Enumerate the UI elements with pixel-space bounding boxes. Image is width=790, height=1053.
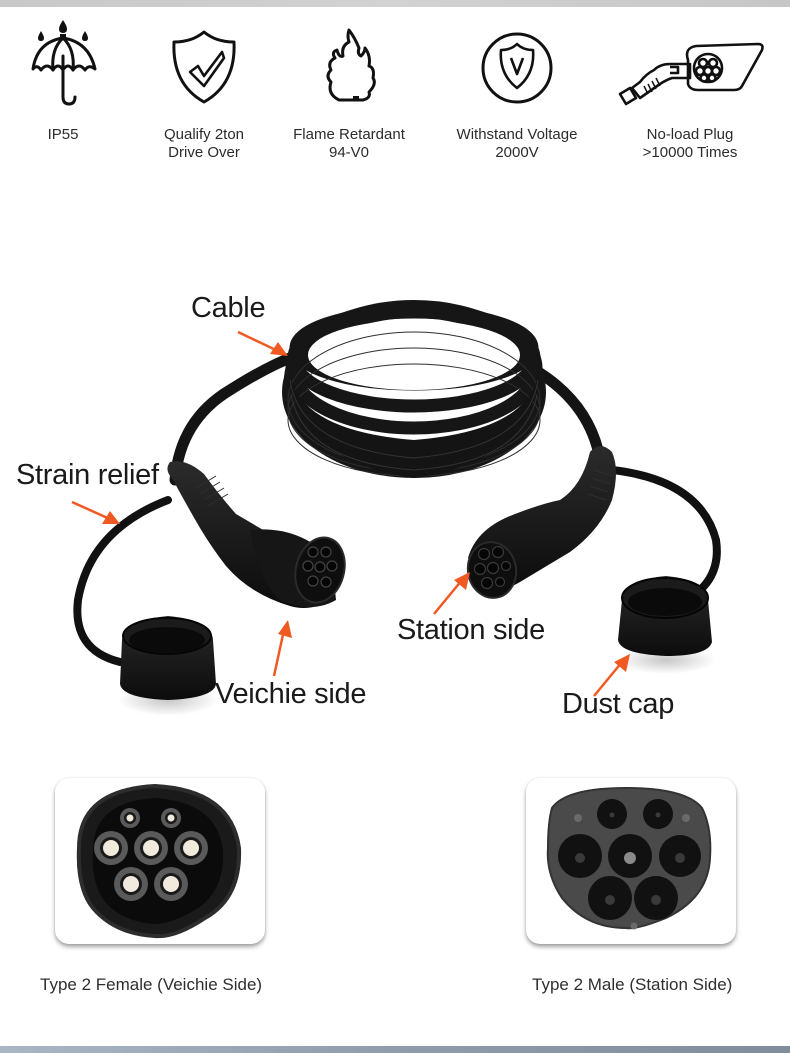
feature-ip55: IP55 bbox=[0, 14, 143, 143]
shield-check-icon bbox=[172, 30, 236, 104]
feature-line1: Withstand Voltage bbox=[456, 126, 578, 143]
feature-line2: Drive Over bbox=[168, 144, 240, 161]
feature-plug: No-load Plug >10000 Times bbox=[610, 14, 770, 161]
ev-plug-icon bbox=[618, 42, 764, 106]
feature-line1: Flame Retardant bbox=[293, 126, 405, 143]
feature-label: Qualify 2ton Drive Over bbox=[124, 126, 284, 162]
feature-line2: 2000V bbox=[495, 144, 539, 161]
feature-line1: Qualify 2ton bbox=[163, 126, 245, 143]
callout-dust-cap: Dust cap bbox=[562, 688, 675, 720]
feature-line2: >10000 Times bbox=[642, 144, 738, 161]
callout-station-side: Station side bbox=[397, 614, 545, 646]
callout-vehicle-side: Veichie side bbox=[215, 678, 367, 710]
type2-female-photo-card bbox=[55, 778, 265, 944]
flame-icon bbox=[326, 28, 376, 102]
feature-label: Flame Retardant 94-V0 bbox=[269, 126, 429, 162]
feature-label: No-load Plug >10000 Times bbox=[610, 126, 770, 162]
feature-flame: Flame Retardant 94-V0 bbox=[269, 14, 429, 161]
umbrella-rain-icon bbox=[31, 20, 97, 106]
feature-voltage: Withstand Voltage 2000V bbox=[437, 14, 597, 161]
feature-label: IP55 bbox=[0, 126, 143, 144]
feature-line1: IP55 bbox=[47, 126, 79, 143]
feature-line1: No-load Plug bbox=[646, 126, 734, 143]
callout-cable: Cable bbox=[191, 292, 266, 324]
ev-cable-illustration bbox=[71, 300, 721, 716]
caption-type2-female: Type 2 Female (Veichie Side) bbox=[40, 975, 263, 994]
feature-label: Withstand Voltage 2000V bbox=[437, 126, 597, 162]
type2-male-photo-card bbox=[526, 778, 736, 944]
arrow-cable bbox=[237, 330, 288, 356]
bottom-divider-bar bbox=[0, 1046, 790, 1053]
voltage-shield-icon bbox=[481, 32, 553, 104]
type2-male-socket-image bbox=[546, 786, 712, 930]
type2-female-socket-image bbox=[76, 783, 242, 939]
top-divider-bar bbox=[0, 0, 790, 7]
callout-strain-relief: Strain relief bbox=[16, 459, 159, 491]
feature-line2: 94-V0 bbox=[328, 144, 370, 161]
caption-type2-male: Type 2 Male (Station Side) bbox=[532, 975, 733, 994]
feature-drive-over: Qualify 2ton Drive Over bbox=[124, 14, 284, 161]
cable-product-diagram: Cable Strain relief Veichie side Station… bbox=[0, 230, 790, 750]
